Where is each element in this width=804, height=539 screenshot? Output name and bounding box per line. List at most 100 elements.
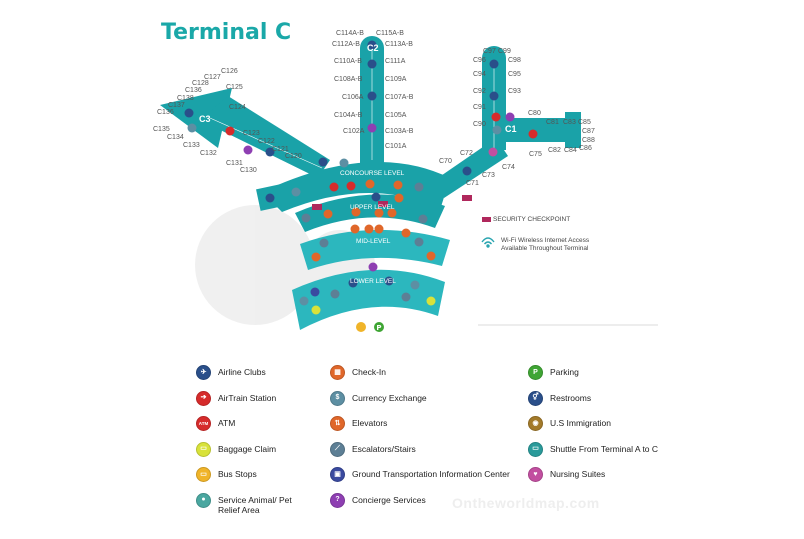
gate-label: C88 — [582, 137, 595, 144]
gate-label: C111A — [385, 58, 406, 65]
gate-label: C104A-B — [334, 112, 363, 119]
gate-label: C136 — [157, 109, 174, 116]
airtrain-station-icon: ➔ — [196, 390, 211, 406]
legend-label: Escalators/Stairs — [352, 443, 416, 454]
legend-item: ⇅Elevators — [330, 416, 388, 431]
legend-item: ⚥Restrooms — [528, 390, 591, 406]
gate-label: C113A-B — [385, 41, 413, 48]
gate-label: C127 — [204, 74, 221, 81]
legend-item: ATM ATM — [196, 416, 236, 431]
wifi-note-line2: Available Throughout Terminal — [501, 245, 589, 252]
parking-icon: P — [528, 365, 543, 380]
gate-label: C136 — [185, 87, 202, 94]
lower-level — [292, 269, 445, 330]
legend-label: ATM — [218, 418, 236, 428]
gate-label: C84 — [564, 147, 577, 154]
check-in-icon: ▦ — [330, 365, 345, 380]
pet-relief-icon: ● — [196, 492, 211, 508]
gate-label: C107A-B — [385, 94, 414, 101]
gate-label: C133 — [183, 142, 200, 149]
legend-item: ▭ Shuttle From Terminal A to C — [528, 441, 659, 457]
wifi-note-line1: Wi-Fi Wireless Internet Access — [501, 237, 590, 244]
legend-label: Ground Transportation Information Center — [352, 469, 510, 479]
gate-label: C90 — [473, 121, 486, 128]
concourse-c3-label: C3 — [199, 114, 211, 124]
security-markers — [312, 195, 491, 222]
gate-label: C94 — [473, 71, 486, 78]
concierge-icon: ? — [330, 492, 345, 508]
legend-item: ✈Airline Clubs — [196, 365, 266, 380]
gate-label: C108A-B — [334, 76, 363, 83]
legend-label: Service Animal/ Pet Relief Area — [218, 494, 292, 515]
gate-label: C72 — [460, 150, 473, 157]
upper-level — [295, 194, 445, 232]
lower-level-label: LOWER LEVEL — [350, 278, 396, 285]
legend-item: ▭Baggage Claim — [196, 441, 277, 457]
gate-label: C97 — [483, 48, 496, 55]
legend-item: ◉U.S Immigration — [528, 416, 611, 431]
parking-map-icon: P — [376, 324, 381, 332]
security-checkpoint-note: SECURITY CHECKPOINT — [493, 216, 571, 223]
gate-label: C81 — [546, 119, 559, 126]
legend-label: Currency Exchange — [352, 392, 427, 403]
gate-label: C85 — [578, 119, 591, 126]
gate-label: C114A-B — [336, 30, 364, 37]
gate-label: C112A-B — [332, 41, 360, 48]
gate-label: C135 — [153, 126, 170, 133]
mid-level-label: MID-LEVEL — [356, 238, 391, 245]
concourse-c2-label: C2 — [367, 43, 379, 53]
gate-label: C106A — [342, 94, 364, 101]
gate-label: C121 — [272, 146, 289, 153]
legend-label: Baggage Claim — [218, 443, 277, 454]
gate-label: C92 — [473, 88, 486, 95]
watermark-text: Ontheworldmap.com — [452, 495, 600, 511]
legend-label: Bus Stops — [218, 469, 257, 479]
bus-stop-icon: ▭ — [196, 467, 211, 482]
page-title: Terminal C — [161, 20, 292, 45]
gate-label: C71 — [466, 180, 479, 187]
legend-label: AirTrain Station — [218, 392, 277, 403]
gate-label: C95 — [508, 71, 521, 78]
legend-label: Shuttle From Terminal A to C — [550, 443, 659, 454]
legend-item: ♥Nursing Suites — [528, 467, 605, 482]
gate-label: C130 — [240, 167, 257, 174]
legend-item: ➔ AirTrain Station — [196, 390, 277, 406]
restroom-icon: ⚥ — [528, 390, 543, 406]
atm-icon: ATM — [196, 416, 211, 431]
gate-label: C86 — [579, 145, 592, 152]
gate-label: C96 — [473, 57, 486, 64]
watermark-logo-icon — [195, 205, 315, 325]
legend-item: ⟋ Escalators/Stairs — [330, 441, 416, 457]
gate-label: C124 — [229, 104, 246, 111]
immigration-icon: ◉ — [528, 416, 543, 431]
gate-label: C83 — [563, 119, 576, 126]
concourse-c3 — [160, 88, 330, 178]
wifi-icon — [481, 237, 495, 248]
gate-label: C123 — [243, 130, 260, 137]
upper-level-label: UPPER LEVEL — [350, 204, 395, 211]
gate-label: C103A-B — [385, 128, 414, 135]
gate-label: C105A — [385, 112, 407, 119]
shuttle-icon: ▭ — [528, 441, 543, 457]
gate-label: C131 — [226, 160, 243, 167]
gate-label: C73 — [482, 172, 495, 179]
concourse-level-label: CONCOURSE LEVEL — [340, 170, 405, 177]
gate-label: C70 — [439, 158, 452, 165]
legend-label: Check-In — [352, 367, 387, 377]
gate-label: C125 — [226, 84, 243, 91]
gate-label: C98 — [508, 57, 521, 64]
gate-label: C91 — [473, 104, 486, 111]
gate-label: C82 — [548, 147, 561, 154]
gate-label: C134 — [167, 134, 184, 141]
nursing-suites-icon: ♥ — [528, 467, 543, 482]
concourse-c1-label: C1 — [505, 124, 517, 134]
concourse-level — [262, 161, 450, 212]
legend-label: Elevators — [352, 418, 388, 428]
gate-label: C132 — [200, 150, 217, 157]
escalator-icon: ⟋ — [330, 441, 345, 457]
concourse-c2 — [360, 36, 384, 166]
gate-label: C93 — [508, 88, 521, 95]
mid-level — [300, 229, 450, 270]
